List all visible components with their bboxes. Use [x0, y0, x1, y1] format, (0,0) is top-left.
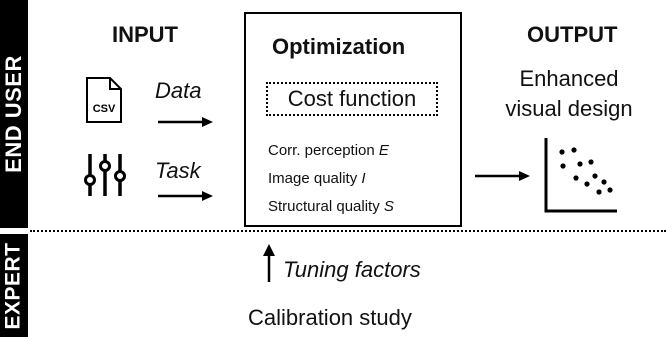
sliders-icon	[84, 154, 126, 196]
expert-label: EXPERT	[0, 234, 28, 337]
csv-label: CSV	[93, 103, 116, 115]
metric-symbol: S	[383, 198, 394, 215]
end-user-text: END USER	[1, 55, 26, 173]
end-user-label: END USER	[0, 0, 28, 228]
data-arrow	[158, 117, 213, 127]
metric-name: Structural quality	[268, 198, 380, 215]
scatterplot-icon	[544, 138, 617, 213]
expert-text: EXPERT	[2, 241, 25, 330]
data-label: Data	[155, 78, 202, 103]
optimization-box	[244, 12, 462, 227]
csv-file-icon: CSV	[86, 77, 122, 123]
metric-symbol: E	[378, 142, 389, 159]
task-arrow	[158, 191, 213, 201]
input-heading: INPUT	[112, 22, 178, 47]
output-description: Enhanced visual design	[476, 64, 662, 124]
cost-function-label: Cost function	[287, 86, 417, 111]
optimization-heading: Optimization	[272, 34, 406, 59]
cost-function-box: Cost function	[266, 82, 438, 116]
metric-structural-quality: Structural quality S	[268, 198, 394, 215]
task-label: Task	[155, 158, 201, 183]
tuning-factors-label: Tuning factors	[283, 257, 421, 282]
output-line-2: visual design	[505, 96, 633, 121]
metric-image-quality: Image quality I	[268, 170, 366, 187]
tuning-arrow	[263, 244, 275, 282]
output-heading: OUTPUT	[527, 22, 618, 47]
metric-symbol: I	[361, 170, 366, 187]
metric-name: Image quality	[268, 170, 358, 187]
calibration-study-label: Calibration study	[248, 305, 412, 330]
output-arrow	[475, 171, 530, 181]
role-divider	[30, 230, 666, 232]
output-line-1: Enhanced	[519, 66, 619, 91]
metric-correlation: Corr. perception E	[268, 142, 389, 159]
metric-name: Corr. perception	[268, 142, 375, 159]
